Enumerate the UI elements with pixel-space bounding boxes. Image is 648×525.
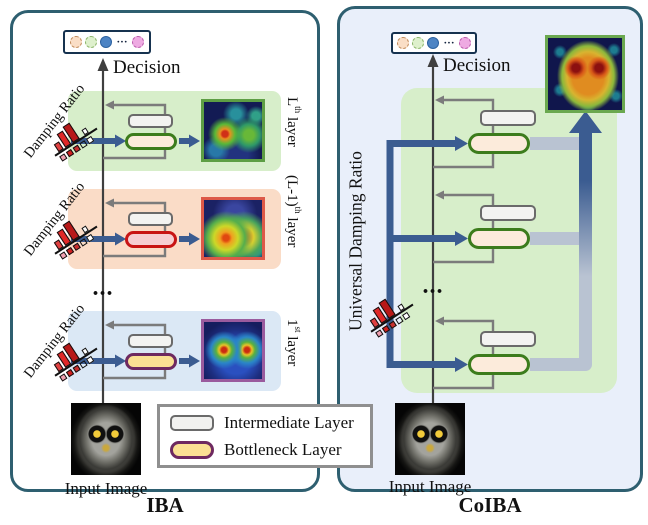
attribution-out-arrowhead [189,354,200,368]
damping-ratio-icon [47,331,99,383]
token-green-icon [85,36,98,48]
relevance-collector-arrowhead [569,111,602,133]
residual-arrowhead [435,316,444,326]
iba-connectors [71,58,200,403]
bottleneck-layer-block [468,354,530,375]
token-green-icon [412,37,425,49]
residual-arrowhead [105,198,114,208]
token-ellipsis: ··· [443,37,455,49]
token-pink-icon [458,37,471,49]
legend-intermediate-label: Intermediate Layer [224,412,354,432]
bottleneck-layer-block [125,231,177,248]
residual-arrowhead [105,320,114,330]
universal-damping-line [386,140,455,368]
layer-label-middle: (L-1)th layer [284,175,303,248]
bottleneck-layer-block [125,353,177,370]
token-peach-icon [70,36,83,48]
universal-damping-ratio-label: Universal Damping Ratio [345,151,366,331]
decision-arrowhead [97,58,109,71]
decision-label: Decision [443,55,511,76]
coiba-attribution-heatmap [545,35,625,113]
bottleneck-layer-swatch-icon [170,440,214,459]
coiba-title: CoIBA [458,493,522,517]
legend-bottleneck-label: Bottleneck Layer [224,439,342,459]
intermediate-layer-block [480,110,536,126]
residual-connector [103,201,167,258]
intermediate-layer-block [480,331,536,347]
input-image [395,403,465,475]
damping-in-arrowhead [115,354,126,368]
legend-row-bottleneck: Bottleneck Layer [170,440,370,460]
bottleneck-layer-block [468,228,530,249]
iba-panel: ··· Decision Damping Ratio Damping Ratio… [10,10,320,498]
input-image [71,403,141,475]
attribution-out-arrowhead [189,134,200,148]
bottleneck-layer-block [125,133,177,150]
token-blue-icon [100,36,113,48]
layer-ellipsis: ... [422,273,444,299]
decision-token-box: ··· [391,32,477,54]
layer-label-bottom: 1st layer [284,319,303,367]
attribution-heatmap-middle [201,197,265,260]
legend: Intermediate Layer Bottleneck Layer [157,404,373,468]
damping-ratio-icon [47,111,99,163]
damping-in-arrowhead [115,134,126,148]
decision-label: Decision [113,57,181,78]
attribution-heatmap-top [201,99,265,162]
legend-row-intermediate: Intermediate Layer [170,413,370,433]
residual-connector [103,103,167,160]
damping-in-arrowhead [115,232,126,246]
token-peach-icon [397,37,410,49]
intermediate-layer-block [128,212,173,226]
attribution-heatmap-bottom [201,319,265,382]
relevance-collector-bar [530,131,592,371]
token-ellipsis: ··· [116,36,128,48]
residual-arrowhead [435,95,444,105]
input-image-label: Input Image [64,479,148,498]
decision-arrowhead [427,54,439,67]
damping-in-arrowhead [455,136,468,151]
intermediate-layer-block [128,114,173,128]
residual-arrowhead [435,190,444,200]
damping-ratio-icon [47,209,99,261]
damping-in-arrowhead [455,231,468,246]
residual-connector [103,323,167,380]
iba-title: IBA [146,493,184,517]
intermediate-layer-block [480,205,536,221]
bottleneck-layer-block [468,133,530,154]
token-pink-icon [131,36,144,48]
token-blue-icon [427,37,440,49]
intermediate-layer-block [128,334,173,348]
decision-token-box: ··· [63,30,151,54]
input-image-label: Input Image [388,477,472,496]
attribution-out-arrowhead [189,232,200,246]
intermediate-layer-swatch-icon [170,414,214,431]
coiba-connectors [386,54,602,403]
layer-label-top: Lth layer [284,97,303,147]
coiba-panel: ··· Decision Universal Damping Ratio ...… [337,6,643,496]
residual-arrowhead [105,100,114,110]
damping-in-arrowhead [455,357,468,372]
universal-damping-ratio-icon [363,287,415,339]
layer-ellipsis: ... [92,275,114,301]
